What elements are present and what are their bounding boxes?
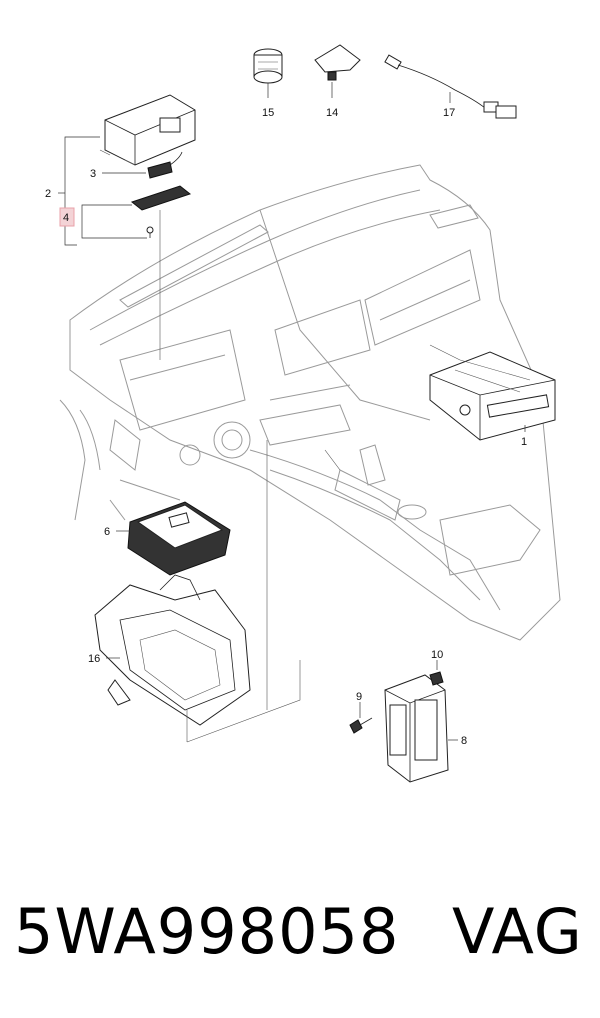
part-9[interactable]: 9	[349, 691, 373, 734]
callout-16: 16	[88, 653, 100, 665]
callout-15: 15	[262, 107, 274, 119]
assembly-lines	[186, 344, 461, 743]
callout-2: 2	[45, 188, 51, 200]
part-4[interactable]: 4	[59, 185, 192, 360]
caption: 5WA998058 VAG	[0, 895, 600, 985]
callout-10: 10	[431, 649, 443, 661]
part-8[interactable]: 8	[384, 674, 467, 783]
callout-1: 1	[521, 436, 527, 448]
part-1[interactable]: 1	[429, 351, 556, 448]
part-16[interactable]: 16	[88, 574, 251, 726]
part-6[interactable]: 6	[104, 501, 231, 576]
parts-diagram: 15 14 17 2 3	[45, 44, 561, 783]
callout-6: 6	[104, 526, 110, 538]
callout-3: 3	[90, 168, 96, 180]
part-number: 5WA998058	[14, 895, 400, 968]
part-17[interactable]: 17	[384, 54, 517, 119]
part-15[interactable]: 15	[253, 48, 283, 119]
callout-8: 8	[461, 735, 467, 747]
part-14[interactable]: 14	[314, 44, 361, 119]
part-2[interactable]	[99, 94, 196, 166]
callout-17: 17	[443, 107, 455, 119]
callout-14: 14	[326, 107, 338, 119]
part-3[interactable]: 3	[90, 151, 183, 180]
callout-4: 4	[63, 212, 69, 224]
brand-label: VAG	[452, 895, 583, 968]
part-10[interactable]: 10	[429, 649, 444, 686]
callout-9: 9	[356, 691, 362, 703]
bracket-2	[64, 136, 77, 246]
dashboard-illustration	[59, 164, 561, 641]
